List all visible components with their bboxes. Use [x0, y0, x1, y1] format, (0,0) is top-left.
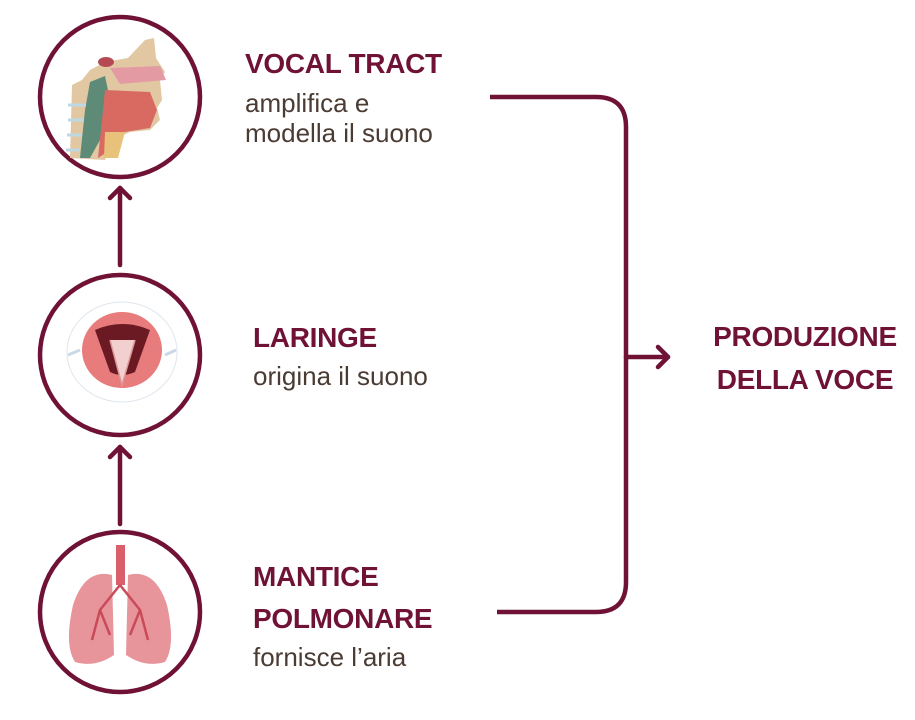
lungs-desc: fornisce l’aria — [253, 642, 407, 672]
larynx-title: LARINGE — [253, 322, 377, 353]
larynx-desc: origina il suono — [253, 361, 428, 391]
result-line-2: DELLA VOCE — [716, 364, 894, 395]
larynx-illustration — [66, 301, 178, 403]
vocal-tract-desc-line-2: modella il suono — [245, 118, 433, 148]
vocal-tract-desc-line-1: amplifica e — [245, 88, 370, 118]
arrow-to-result — [623, 344, 671, 370]
bracket-connector — [490, 94, 629, 615]
vocal-tract-title: VOCAL TRACT — [245, 48, 442, 79]
vocal-tract-illustration — [66, 38, 166, 160]
arrow-lungs-to-larynx — [107, 444, 133, 527]
arrow-larynx-to-vocal-tract — [107, 185, 133, 268]
result-line-1: PRODUZIONE — [713, 321, 897, 352]
lungs-illustration — [68, 545, 172, 664]
lungs-title-line-2: POLMONARE — [253, 603, 433, 634]
lungs-title-line-1: MANTICE — [253, 561, 379, 592]
